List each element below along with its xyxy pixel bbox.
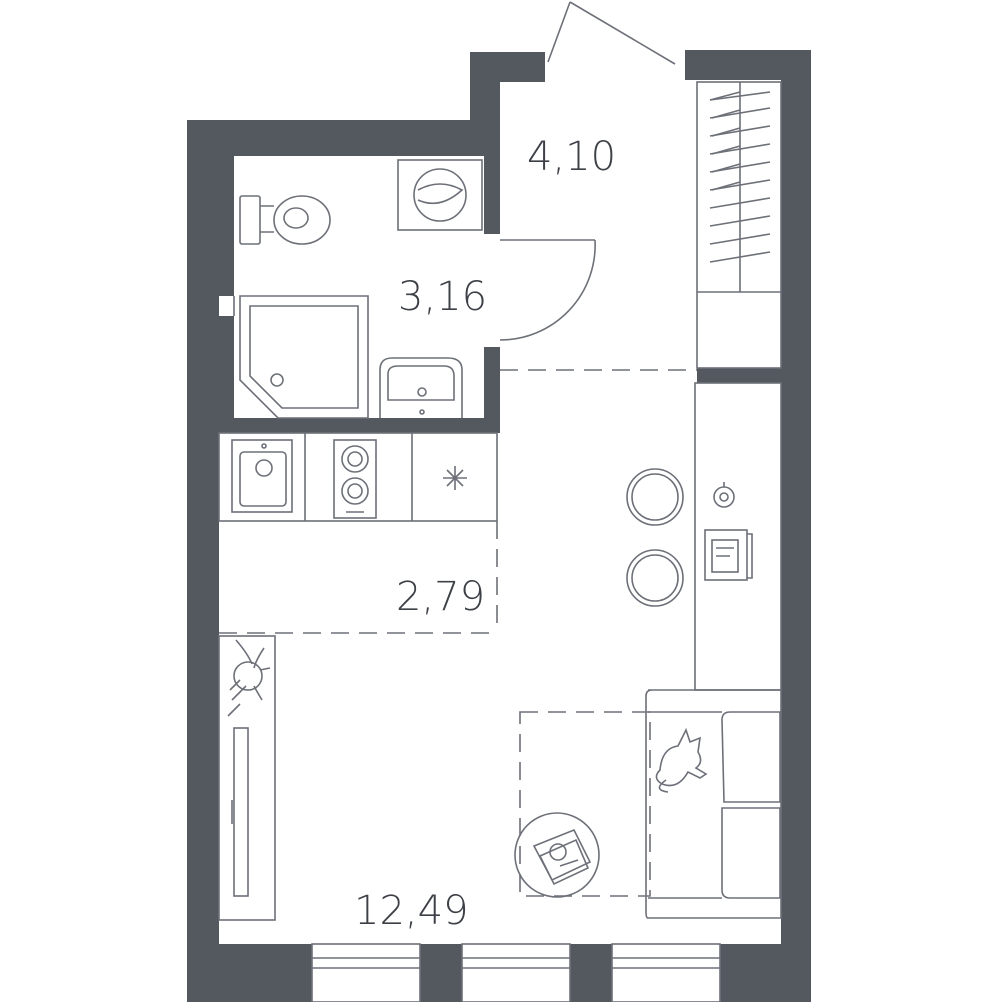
washing-machine-icon [397,159,483,231]
kitchen-sink-icon [231,439,293,513]
washbasin-icon [379,357,463,418]
bathroom-area-label: 3,16 [398,274,487,320]
exterior-walls [187,50,811,1002]
plant-icon [227,639,271,717]
cat-icon [655,727,708,793]
laptop-icon [704,529,753,581]
desk [694,382,782,691]
bar-stool-icon [626,468,684,526]
window-icon-2 [461,943,571,1002]
wall-bath-bottom [219,418,500,433]
wall-bottom-right [720,944,811,1002]
wall-right [781,50,811,1002]
window-icon [311,943,421,1002]
shower-tray-icon [239,295,369,419]
wall-wardrobe-bottom [697,368,781,383]
bathroom-door-icon [499,239,596,341]
coffee-table-icon [514,812,600,898]
wardrobe-icon [696,81,782,369]
wall-bottom-pier-1 [420,944,462,1002]
door-swing-icon [547,1,676,65]
cooktop-icon [333,439,377,519]
fridge-icon [443,466,467,490]
rug-icon [519,711,651,897]
living-room-area-label: 12,49 [354,888,469,934]
wall-bottom-left [187,944,312,1002]
kitchen-area-label: 2,79 [396,574,485,620]
wall-bath-right-bottom [484,347,500,433]
wall-bottom-pier-2 [570,944,612,1002]
zone-dashed-lines [219,369,697,634]
kitchen-counter [218,432,498,522]
sofa-icon [645,689,782,919]
wall-left [187,120,219,1002]
wall-bath-left-lower [219,316,234,418]
wall-top-stub [470,52,545,82]
hall-area-label: 4,10 [527,134,616,180]
wall-top-left [187,120,500,156]
tv-icon [218,635,276,921]
magazines-icon [532,828,592,886]
toilet-icon [239,195,331,245]
bar-stool-icon-2 [626,549,684,607]
desk-lamp-icon [713,482,735,508]
wall-bath-left-upper [219,156,234,296]
wall-bath-right-top [484,156,500,234]
window-icon-3 [611,943,721,1002]
